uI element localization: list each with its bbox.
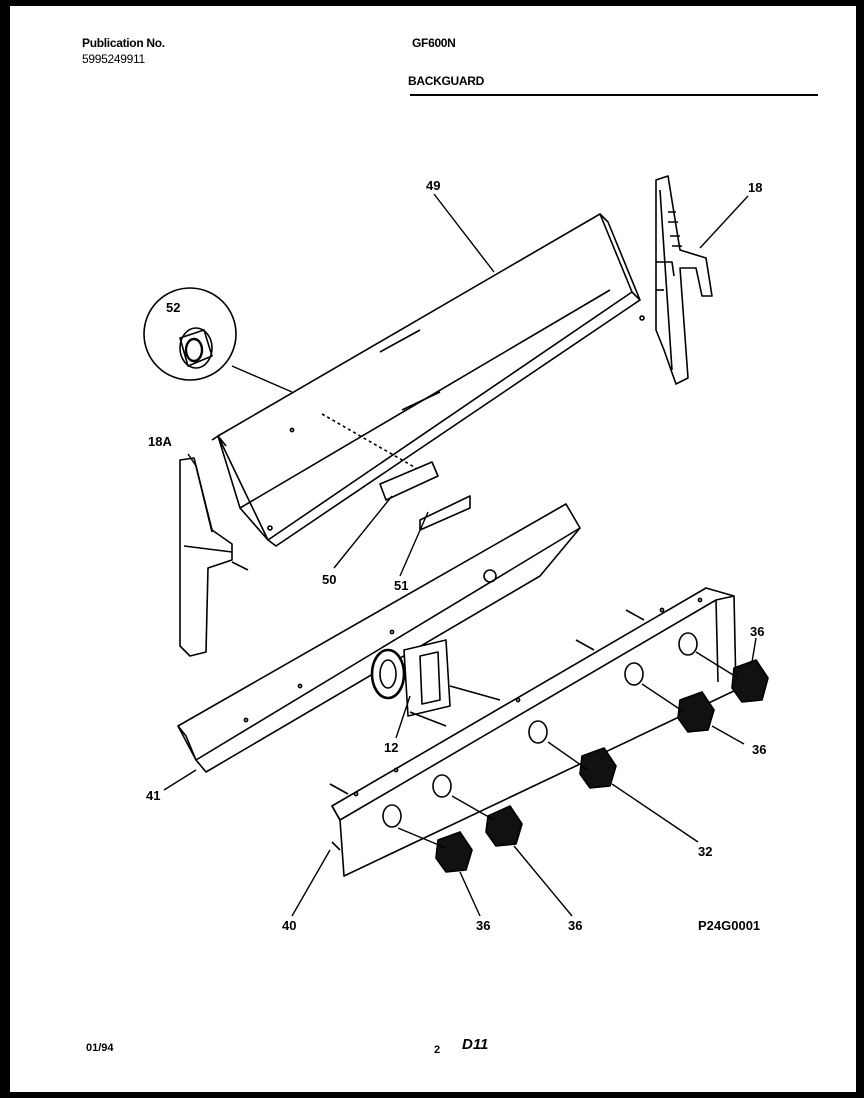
label-36-bottom-left: 36 [476,918,490,933]
label-52: 52 [166,300,180,315]
knobs [435,659,769,873]
label-41: 41 [146,788,160,803]
label-49: 49 [426,178,440,193]
footer-date: 01/94 [86,1042,114,1054]
publication-label: Publication No. [82,36,165,50]
leader-lines [163,193,757,917]
header-rule [410,94,818,96]
label-32: 32 [698,844,712,859]
left-end-cap [179,457,249,657]
label-50: 50 [322,572,336,587]
label-18a: 18A [148,434,172,449]
drawing-id: P24G0001 [698,918,760,933]
publication-number: 5995249911 [82,52,145,66]
label-40: 40 [282,918,296,933]
label-18: 18 [748,180,762,195]
model-number: GF600N [412,36,456,50]
section-title: BACKGUARD [408,74,484,88]
label-36-bottom: 36 [568,918,582,933]
parts-sheet: Publication No. 5995249911 GF600N BACKGU… [10,6,856,1092]
part-labels: 49 18 52 18A 50 51 12 41 40 36 36 32 36 … [146,178,766,933]
control-switch [370,639,501,727]
label-36-right: 36 [752,742,766,757]
label-12: 12 [384,740,398,755]
label-51: 51 [394,578,408,593]
footer-page: 2 [434,1044,441,1056]
detail-circle-52 [143,287,237,381]
footer-code: D11 [462,1036,489,1053]
label-36-top: 36 [750,624,764,639]
trim-pieces [321,413,471,531]
right-end-bracket [655,175,713,385]
backguard-panel [211,213,645,547]
